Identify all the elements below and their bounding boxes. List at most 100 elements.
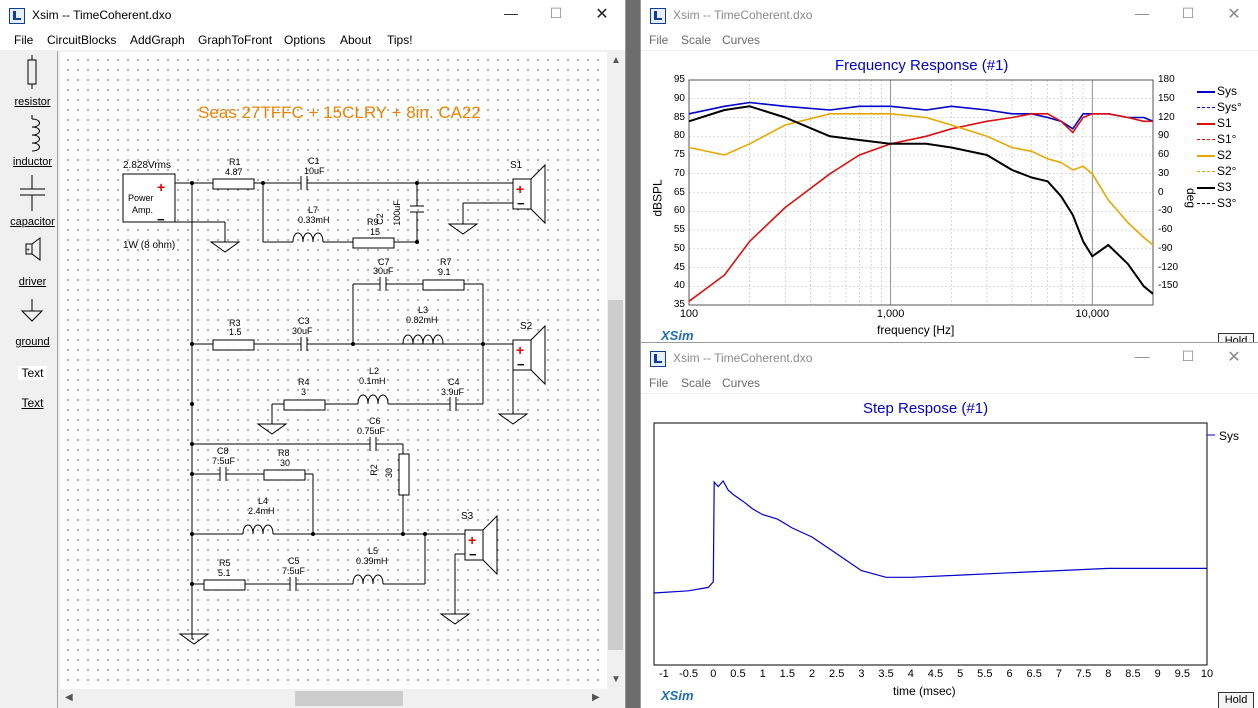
tool-driver[interactable]: + driver [8, 235, 57, 293]
menu-addgraph[interactable]: AddGraph [130, 33, 185, 47]
schematic-title[interactable]: Seas 27TFFC + 15CLRY + 8in. CA22 [198, 103, 481, 122]
tool-text-1[interactable]: Text [8, 361, 57, 383]
freq-brand: XSim [661, 328, 694, 343]
comp-c7-value: 30uF [373, 266, 394, 276]
freq-menu-bar: File Scale Curves [641, 30, 1258, 50]
freq-xtick: 10,000 [1075, 308, 1110, 320]
freq-ytick: 90 [673, 92, 685, 104]
tool-driver-label: driver [18, 276, 47, 288]
freq-ytick: 50 [673, 242, 685, 254]
freq-menu-scale[interactable]: Scale [681, 33, 712, 47]
freq-ytick: 45 [673, 261, 685, 273]
freq-legend-item: S1° [1217, 132, 1237, 146]
comp-r3-value: 1.5 [229, 327, 242, 337]
freq-title-bar[interactable]: Xsim -- TimeCoherent.dxo — ☐ ✕ [641, 0, 1258, 30]
schematic-wiring: +++ + −−− − [122, 163, 546, 645]
menu-file[interactable]: File [14, 33, 34, 47]
menu-options[interactable]: Options [284, 33, 326, 47]
maximize-icon: ☐ [1181, 5, 1195, 21]
step-minimize-button[interactable]: — [1119, 343, 1165, 373]
tool-text-1-label: Text [18, 366, 47, 380]
comp-c3-value: 30uF [292, 326, 313, 336]
freq-legend-swatch [1197, 123, 1215, 125]
menu-circuitblocks[interactable]: CircuitBlocks [47, 33, 117, 47]
comp-c8-name: C8 [217, 446, 229, 456]
comp-c3-name: C3 [298, 316, 310, 326]
freq-ytick2: 150 [1158, 92, 1175, 104]
step-hold-button[interactable]: Hold [1218, 692, 1254, 708]
tool-text-2-label: Text [21, 396, 44, 410]
menu-tips[interactable]: Tips! [387, 33, 413, 47]
comp-r2-value: 30 [384, 467, 395, 479]
scroll-left-icon[interactable]: ◀ [65, 692, 73, 703]
menu-about[interactable]: About [340, 33, 372, 47]
comp-c4-value: 3.9uF [441, 387, 465, 397]
freq-ytick2: 90 [1158, 130, 1170, 142]
freq-hold-button[interactable]: Hold [1218, 333, 1254, 345]
step-xtick: 6.5 [1026, 668, 1042, 680]
freq-menu-curves[interactable]: Curves [722, 33, 761, 47]
freq-menu-file[interactable]: File [649, 33, 669, 47]
freq-chart [688, 79, 1154, 306]
tool-text-2[interactable]: Text [8, 391, 57, 413]
scroll-right-icon[interactable]: ▶ [592, 692, 600, 703]
tool-ground-label: ground [15, 336, 50, 348]
comp-c8-value: 7.5uF [212, 456, 236, 466]
step-response-window: Xsim -- TimeCoherent.dxo — ☐ ✕ File Scal… [641, 343, 1258, 708]
freq-legend-item: S2° [1217, 164, 1237, 178]
tool-inductor[interactable]: inductor [8, 115, 57, 173]
freq-series-s1 [688, 112, 1153, 302]
freq-legend-item: S3° [1217, 196, 1237, 210]
horizontal-scroll-thumb[interactable] [295, 691, 403, 706]
freq-legend-swatch [1197, 91, 1215, 93]
minimize-button[interactable]: — [488, 0, 534, 30]
step-chart [653, 422, 1215, 666]
close-button[interactable]: ✕ [579, 0, 625, 30]
vertical-scroll-thumb[interactable] [608, 300, 623, 650]
freq-legend-item: S3 [1217, 180, 1232, 194]
svg-text:−: − [157, 212, 165, 227]
step-menu-bar: File Scale Curves [641, 373, 1258, 393]
step-xtick: 9 [1154, 668, 1161, 680]
menu-graphtofront[interactable]: GraphToFront [198, 33, 273, 47]
tool-resistor[interactable]: resistor [8, 55, 57, 113]
main-menu-bar: File CircuitBlocks AddGraph GraphToFront… [0, 30, 625, 50]
freq-maximize-button[interactable]: ☐ [1165, 0, 1211, 30]
comp-c6-name: C6 [369, 416, 381, 426]
scroll-down-icon[interactable]: ▼ [611, 674, 621, 685]
freq-minimize-button[interactable]: — [1119, 0, 1165, 30]
step-menu-file[interactable]: File [649, 376, 669, 390]
freq-ytick2: 0 [1158, 186, 1164, 198]
freq-ytick: 75 [673, 149, 685, 160]
main-window: Xsim -- TimeCoherent.dxo — ☐ ✕ File Circ… [0, 0, 625, 708]
step-close-button[interactable]: ✕ [1211, 343, 1257, 373]
step-title-bar[interactable]: Xsim -- TimeCoherent.dxo — ☐ ✕ [641, 343, 1258, 373]
step-plot-title: Step Respose (#1) [863, 400, 989, 417]
step-menu-scale[interactable]: Scale [681, 376, 712, 390]
tool-ground[interactable]: ground [8, 295, 57, 353]
freq-legend-item: S1 [1217, 116, 1232, 130]
comp-r4-value: 3 [301, 387, 307, 397]
freq-legend-swatch [1197, 155, 1215, 157]
main-title-bar[interactable]: Xsim -- TimeCoherent.dxo — ☐ ✕ [0, 0, 625, 30]
capacitor-icon [20, 175, 45, 211]
schematic-vertical-scrollbar[interactable]: ▲ ▼ [607, 52, 624, 689]
step-maximize-button[interactable]: ☐ [1165, 343, 1211, 373]
source-power: 1W (8 ohm) [123, 240, 176, 251]
source-label-1: Power [128, 193, 154, 203]
freq-ytick: 40 [673, 280, 685, 292]
schematic-horizontal-scrollbar[interactable]: ◀ ▶ [60, 689, 607, 708]
step-xtick: 4.5 [927, 668, 944, 680]
step-menu-curves[interactable]: Curves [722, 376, 761, 390]
tool-capacitor[interactable]: capacitor [8, 175, 57, 233]
maximize-button[interactable]: ☐ [533, 0, 579, 30]
scroll-up-icon[interactable]: ▲ [611, 55, 621, 66]
freq-ytick2: 180 [1158, 74, 1175, 85]
freq-close-button[interactable]: ✕ [1211, 0, 1257, 30]
inductor-icon [31, 115, 40, 152]
comp-l7-value: 0.33mH [298, 215, 330, 225]
freq-ytick2: -30 [1158, 205, 1173, 217]
step-xtick: 7 [1055, 668, 1062, 680]
driver-label-s3: S3 [461, 511, 474, 522]
